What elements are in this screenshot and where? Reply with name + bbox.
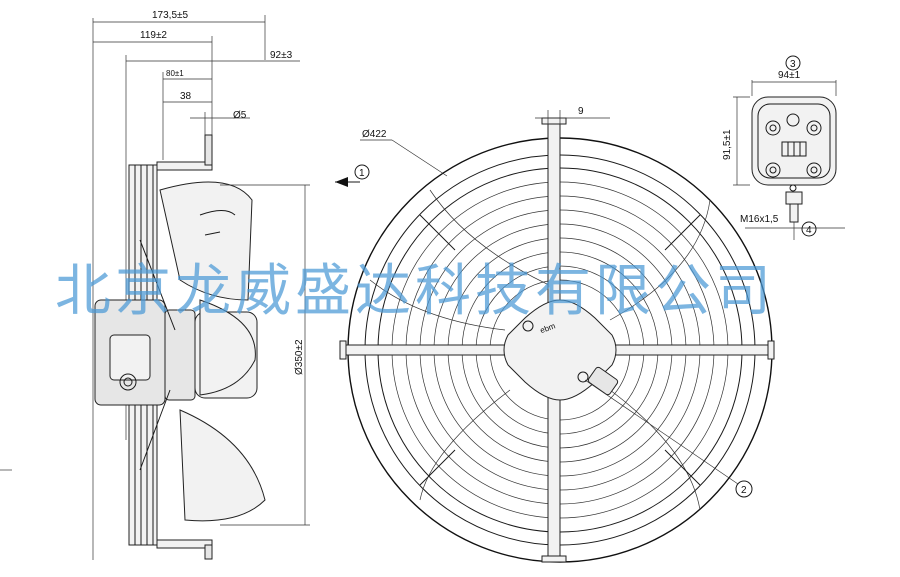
dim-diameter-422: Ø422 — [362, 129, 387, 140]
front-view — [339, 117, 775, 563]
terminal-box-view — [733, 55, 845, 240]
dim-box-width: 94±1 — [778, 70, 801, 81]
airflow-arrow-icon — [335, 164, 370, 187]
dim-thread: M16x1,5 — [740, 214, 779, 225]
dim-depth-92: 92±3 — [270, 50, 293, 61]
callout-mount-screw: 2 — [741, 485, 747, 496]
dim-diameter-350: Ø350±2 — [294, 339, 305, 375]
dim-depth-38: 38 — [180, 91, 192, 102]
callout-terminal-box: 3 — [790, 59, 796, 70]
dim-overall-depth: 173,5±5 — [152, 10, 189, 21]
callout-circle-2 — [735, 480, 753, 498]
dim-diameter-5: Ø5 — [233, 110, 247, 121]
dim-offset-9: 9 — [578, 106, 584, 117]
callout-airflow: 1 — [359, 168, 365, 179]
dim-depth-119: 119±2 — [140, 30, 167, 41]
callout-cable-gland: 4 — [806, 225, 812, 236]
side-view — [0, 15, 310, 560]
dim-box-height: 91,5±1 — [722, 129, 733, 160]
dim-depth-80: 80±1 — [166, 69, 184, 78]
